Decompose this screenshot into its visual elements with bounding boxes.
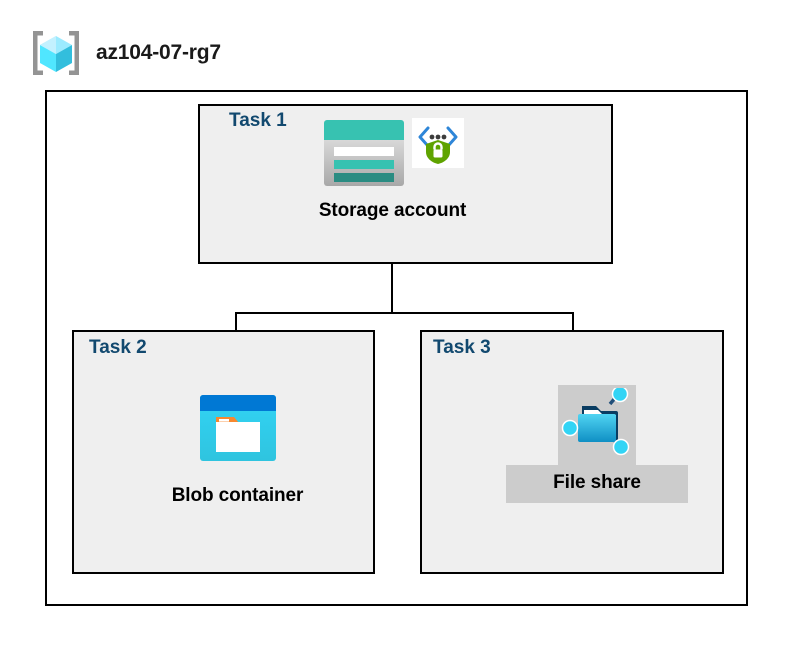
resource-group-cube-icon [30, 28, 82, 78]
storage-account-icon [322, 118, 406, 193]
file-share-node[interactable]: File share [506, 385, 688, 503]
storage-account-node[interactable]: Storage account [285, 118, 500, 222]
security-shield-lock-icon [411, 118, 464, 173]
blob-container-icon [198, 393, 278, 468]
task-1-box[interactable] [198, 104, 613, 264]
blob-container-node[interactable]: Blob container [150, 393, 325, 507]
storage-account-caption: Storage account [318, 200, 467, 221]
task-3-label: Task 3 [433, 337, 491, 358]
resource-group-header: az104-07-rg7 [30, 28, 221, 78]
task-1-label: Task 1 [229, 110, 287, 131]
file-share-caption-highlight: File share [506, 465, 688, 503]
task-2-label: Task 2 [89, 337, 147, 358]
resource-group-title: az104-07-rg7 [96, 41, 221, 64]
file-share-caption: File share [553, 472, 641, 493]
file-share-icon-highlight [558, 385, 636, 465]
storage-account-icon-row [322, 118, 464, 194]
file-share-icon [560, 385, 634, 463]
connector-horizontal-bar [235, 312, 574, 314]
blob-container-caption: Blob container [171, 485, 304, 506]
connector-storage-trunk [391, 264, 393, 314]
